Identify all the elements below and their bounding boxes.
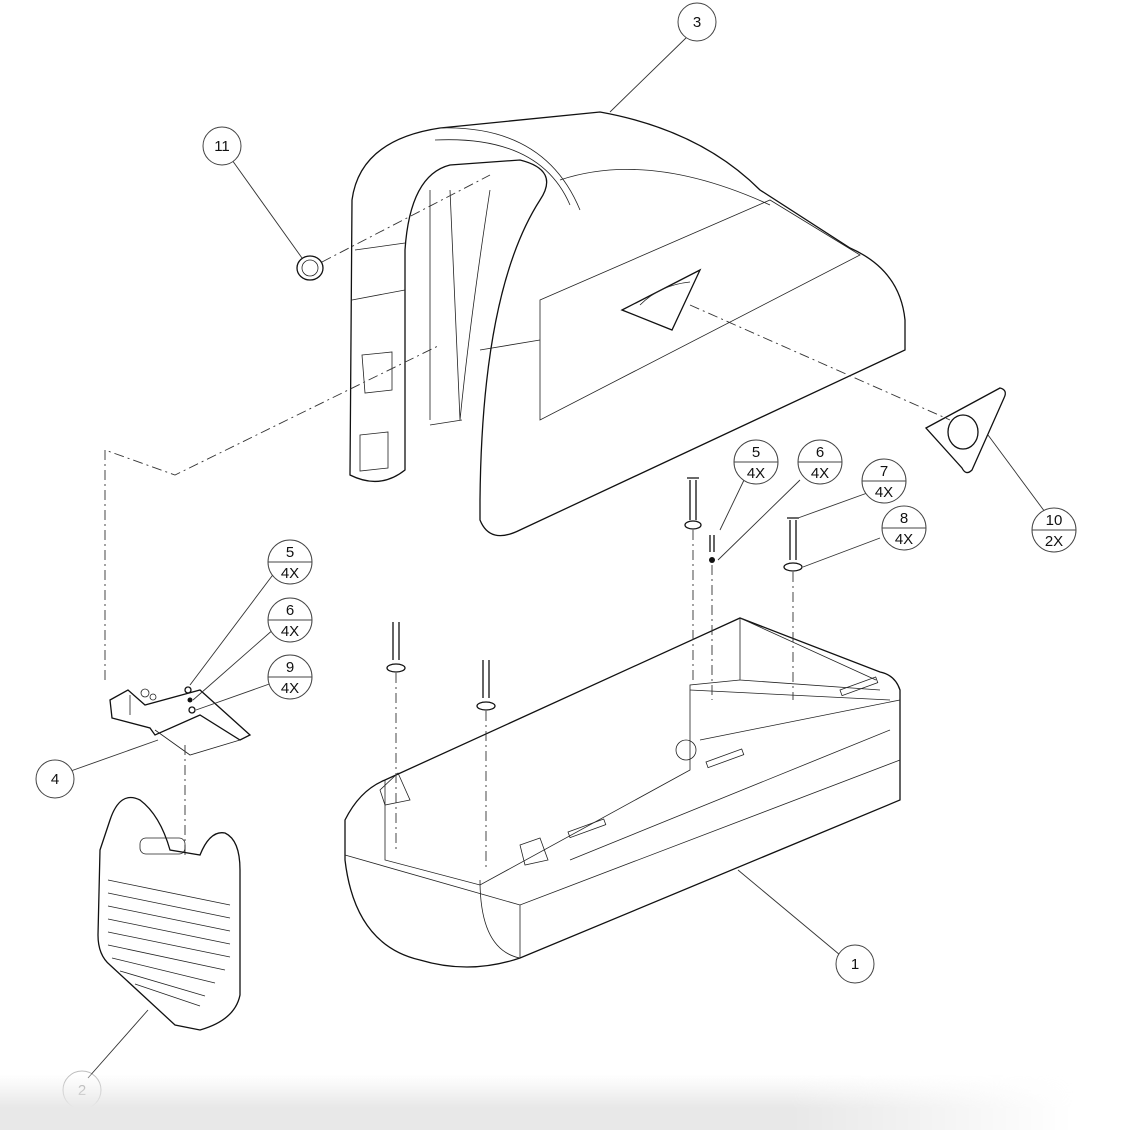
callout-item-8: 84X xyxy=(881,505,927,551)
part-1-base xyxy=(344,617,901,968)
callout-item-7: 74X xyxy=(861,458,907,504)
balloon-item-number: 11 xyxy=(214,138,230,155)
part-11-plug xyxy=(231,159,491,281)
part-2-grille xyxy=(87,796,241,1079)
balloon-item-number: 6 xyxy=(286,602,294,619)
balloon-circle xyxy=(677,2,717,42)
balloon-item-number: 9 xyxy=(286,659,294,676)
part-10-badge xyxy=(689,304,1046,513)
callout-item-9: 94X xyxy=(267,654,313,700)
part-4-bracket xyxy=(67,344,441,855)
part-3-cover xyxy=(349,35,906,537)
callout-item-6: 64X xyxy=(267,597,313,643)
balloon-quantity: 4X xyxy=(875,484,893,501)
balloon-quantity: 4X xyxy=(281,565,299,582)
callout-item-6: 64X xyxy=(797,439,843,485)
callout-item-1: 1 xyxy=(835,944,875,984)
callout-item-11: 11 xyxy=(202,126,242,166)
callout-item-4: 4 xyxy=(35,759,75,799)
callout-item-5: 54X xyxy=(267,539,313,585)
balloon-quantity: 4X xyxy=(747,465,765,482)
balloon-item-number: 3 xyxy=(693,14,701,31)
balloon-quantity: 4X xyxy=(281,623,299,640)
bottom-fade xyxy=(0,1075,1130,1130)
balloon-item-number: 1 xyxy=(851,956,859,973)
balloon-quantity: 4X xyxy=(811,465,829,482)
grille-slots xyxy=(107,879,231,1007)
balloon-item-number: 5 xyxy=(752,444,760,461)
balloon-item-number: 6 xyxy=(816,444,824,461)
balloon-circle xyxy=(835,944,875,984)
callout-item-3: 3 xyxy=(677,2,717,42)
balloon-item-number: 8 xyxy=(900,510,908,527)
callout-item-5: 54X xyxy=(733,439,779,485)
balloon-item-number: 10 xyxy=(1046,512,1063,529)
balloon-item-number: 4 xyxy=(51,771,59,788)
balloon-quantity: 2X xyxy=(1045,533,1063,550)
balloon-item-number: 5 xyxy=(286,544,294,561)
balloon-item-number: 7 xyxy=(880,463,888,480)
balloon-circle xyxy=(35,759,75,799)
fasteners xyxy=(184,477,881,870)
balloon-quantity: 4X xyxy=(281,680,299,697)
balloon-quantity: 4X xyxy=(895,531,913,548)
balloon-circle xyxy=(202,126,242,166)
callout-balloons: 311102X54X64X74X84X54X64X94X412 xyxy=(35,2,1077,1110)
